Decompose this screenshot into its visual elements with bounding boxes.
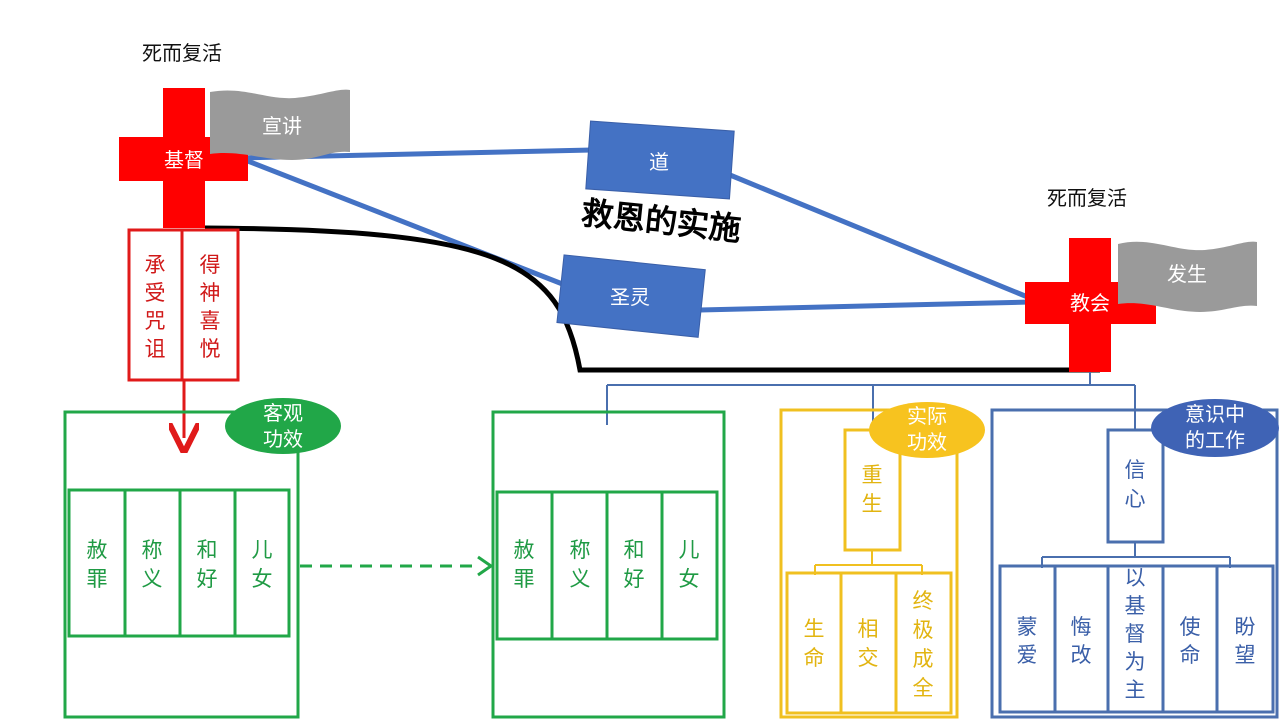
christ-label: 基督 (164, 148, 204, 172)
yellow-cell-2-char: 全 (913, 676, 934, 700)
yellow-cell-0-char: 命 (804, 646, 825, 670)
red-column-0-char: 承 (145, 253, 166, 277)
resurrection-label-right: 死而复活 (1047, 186, 1127, 210)
conscious-oval (1151, 399, 1279, 457)
green-right-cell-0-char: 赦 (514, 538, 535, 562)
objective-oval-line: 客观 (263, 401, 303, 425)
green-left-cell-1-char: 称 (142, 538, 163, 562)
happen-label: 发生 (1167, 262, 1207, 286)
blue-cell-4-char: 望 (1235, 643, 1256, 667)
yellow-cell-0-char: 生 (804, 617, 825, 641)
yellow-rebirth-char: 生 (862, 492, 883, 516)
green-left-cell-2-char: 好 (197, 567, 218, 591)
word-label: 道 (649, 150, 669, 174)
actual-oval-line: 功效 (907, 430, 947, 454)
blue-cell-0-char: 爱 (1017, 643, 1038, 667)
green-left-cell-1-char: 义 (142, 567, 163, 591)
red-column-0-char: 诅 (145, 337, 166, 361)
green-left-cell-3-char: 女 (252, 567, 273, 591)
conscious-oval-line: 意识中 (1185, 402, 1245, 426)
yellow-cell-2-char: 终 (913, 589, 934, 613)
blue-cell-1-char: 悔 (1071, 615, 1092, 639)
blue-cell-2-char: 督 (1125, 622, 1146, 646)
green-left-cell-0-char: 赦 (87, 538, 108, 562)
blue-cell-2-char: 以 (1125, 566, 1146, 590)
blue-cell-0-char: 蒙 (1017, 615, 1038, 639)
blue-faith-char: 信 (1125, 458, 1146, 482)
green-left-cells (67, 488, 291, 638)
yellow-cells (785, 571, 953, 715)
diagram-heading: 救恩的实施 (580, 194, 743, 249)
yellow-bracket (814, 550, 923, 575)
blue-cell-2-char: 基 (1125, 594, 1146, 618)
green-right-cell-2-char: 和 (624, 538, 645, 562)
blue-faith-char: 心 (1125, 487, 1146, 511)
red-column-1-char: 喜 (200, 309, 221, 333)
spirit-box (556, 254, 706, 338)
blue-cells (998, 564, 1275, 714)
green-left-cell-0-char: 罪 (87, 567, 108, 591)
word-box (585, 120, 735, 200)
green-right-cell-1-char: 称 (570, 538, 591, 562)
blue-bracket (1041, 542, 1231, 568)
blue-cell-4-char: 盼 (1235, 615, 1256, 639)
blue-faith-box (1106, 428, 1165, 544)
red-column-0-char: 受 (145, 281, 166, 305)
preach-label: 宣讲 (262, 114, 302, 138)
red-column-pleasure (180, 228, 240, 382)
objective-oval-line: 功效 (263, 427, 303, 451)
connector-spirit-church (699, 299, 1031, 313)
red-column-group (127, 228, 240, 382)
yellow-cell-1-char: 相 (858, 617, 879, 641)
objective-oval (225, 398, 341, 454)
yellow-cell-2-char: 成 (913, 647, 934, 671)
blue-panel (990, 408, 1279, 719)
spirit-label: 圣灵 (610, 285, 650, 309)
church-bracket (606, 372, 1136, 430)
happen-flag (1118, 241, 1257, 312)
church-label: 教会 (1070, 291, 1110, 315)
yellow-cell-1-char: 交 (858, 646, 879, 670)
preach-flag (210, 89, 350, 160)
red-column-1-char: 得 (200, 253, 221, 277)
green-left-cell-3-char: 儿 (252, 538, 273, 562)
green-arrow-head (477, 555, 494, 577)
black-curve (204, 225, 1100, 373)
green-right-cell-1-char: 义 (570, 567, 591, 591)
green-right-cell-3-char: 女 (679, 567, 700, 591)
actual-oval (869, 402, 985, 458)
christ-cross (119, 88, 248, 228)
resurrection-label-left: 死而复活 (142, 41, 222, 65)
green-left-cell-2-char: 和 (197, 538, 218, 562)
blue-cell-3-char: 命 (1180, 643, 1201, 667)
green-right-cells (495, 490, 719, 641)
red-column-1-char: 悦 (200, 337, 221, 361)
green-right-cell-3-char: 儿 (679, 538, 700, 562)
conscious-oval-line: 的工作 (1185, 428, 1245, 452)
blue-cell-1-char: 改 (1071, 643, 1092, 667)
yellow-rebirth-char: 重 (862, 463, 883, 487)
blue-cell-3-char: 使 (1180, 615, 1201, 639)
yellow-panel (779, 408, 959, 719)
connector-word-church (729, 172, 1031, 301)
green-right-cell-0-char: 罪 (514, 567, 535, 591)
red-column-1-char: 神 (200, 281, 221, 305)
blue-cell-2-char: 为 (1125, 650, 1146, 674)
green-panel-right (491, 410, 726, 719)
blue-cell-2-char: 主 (1125, 678, 1146, 702)
green-right-cell-2-char: 好 (624, 567, 645, 591)
green-panel-left (63, 410, 300, 719)
red-column-0-char: 咒 (145, 309, 166, 333)
yellow-cell-2-char: 极 (913, 618, 934, 642)
actual-oval-line: 实际 (907, 404, 947, 428)
